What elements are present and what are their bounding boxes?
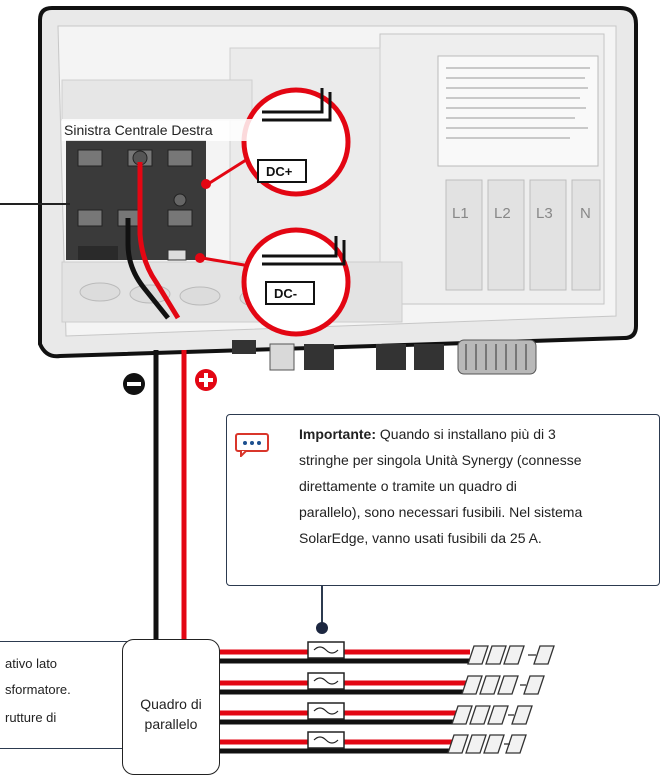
callout-line-1: Quando si installano più di 3 <box>376 426 556 442</box>
combiner-label-line-2: parallelo <box>144 716 198 732</box>
left-note-line-3: rutture di <box>5 710 57 725</box>
left-note-box: ativo lato sformatore. rutture di <box>0 641 130 749</box>
callout-line-2: stringhe per singola Unità Synergy (conn… <box>299 452 582 468</box>
string-label-l3: L3 <box>536 205 553 222</box>
left-note-line-1: ativo lato <box>5 656 58 671</box>
dc-minus-label: DC- <box>274 286 297 301</box>
callout-line-5: SolarEdge, vanno usati fusibili da 25 A. <box>299 530 542 546</box>
string-label-l1: L1 <box>452 205 469 222</box>
message-icon <box>235 433 269 457</box>
minus-polarity-icon <box>123 373 145 395</box>
fuse-icons <box>307 641 345 749</box>
pv-string-icons <box>447 645 555 754</box>
dc-minus-magnifier <box>195 227 351 337</box>
callout-line-4: parallelo), sono necessari fusibili. Nel… <box>299 504 583 520</box>
left-note-line-2: sformatore. <box>5 682 71 697</box>
string-label-n: N <box>580 205 591 222</box>
combiner-box: Quadro di parallelo <box>122 639 220 775</box>
terminal-header-label: Sinistra Centrale Destra <box>64 122 213 138</box>
string-label-l2: L2 <box>494 205 511 222</box>
plus-polarity-icon <box>195 369 217 391</box>
dc-plus-magnifier <box>201 87 351 197</box>
synergy-enclosure <box>38 6 638 375</box>
important-note-callout: Importante: Quando si installano più di … <box>226 414 660 586</box>
callout-line-3: direttamente o tramite un quadro di <box>299 478 517 494</box>
callout-bold-label: Importante: <box>299 426 376 442</box>
combiner-label-line-1: Quadro di <box>140 696 202 712</box>
dc-plus-label: DC+ <box>266 164 293 179</box>
callout-text: Importante: Quando si installano più di … <box>299 421 651 551</box>
